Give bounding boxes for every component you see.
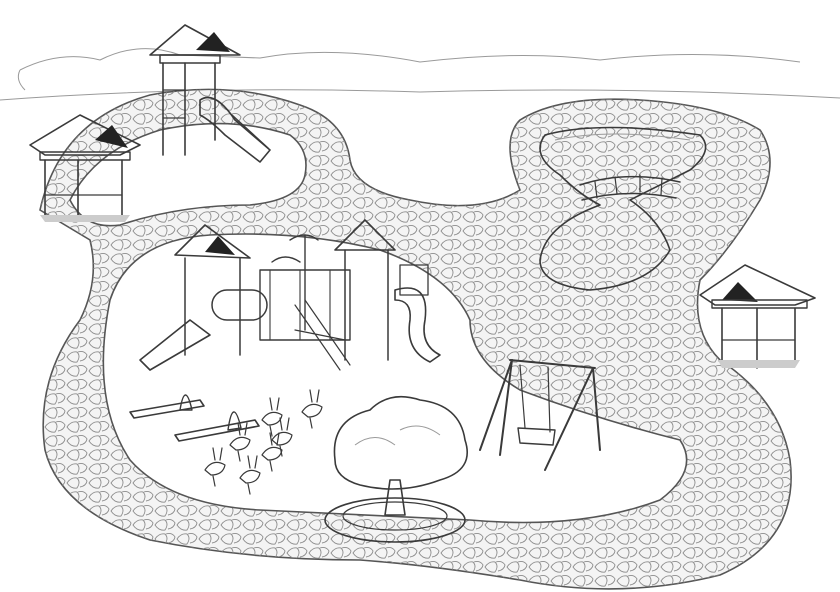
gazebo-right xyxy=(699,264,816,369)
background-horizon xyxy=(0,48,840,101)
tree-planter xyxy=(324,395,468,543)
winding-cobblestone-path xyxy=(39,88,792,590)
seesaws xyxy=(129,394,260,442)
tower-slide-top xyxy=(149,24,271,163)
spring-rabbits xyxy=(204,389,323,495)
gazebo-left xyxy=(29,114,141,222)
pond-bridge xyxy=(539,126,707,291)
playground-structure xyxy=(139,219,441,371)
swing-set xyxy=(479,359,601,471)
